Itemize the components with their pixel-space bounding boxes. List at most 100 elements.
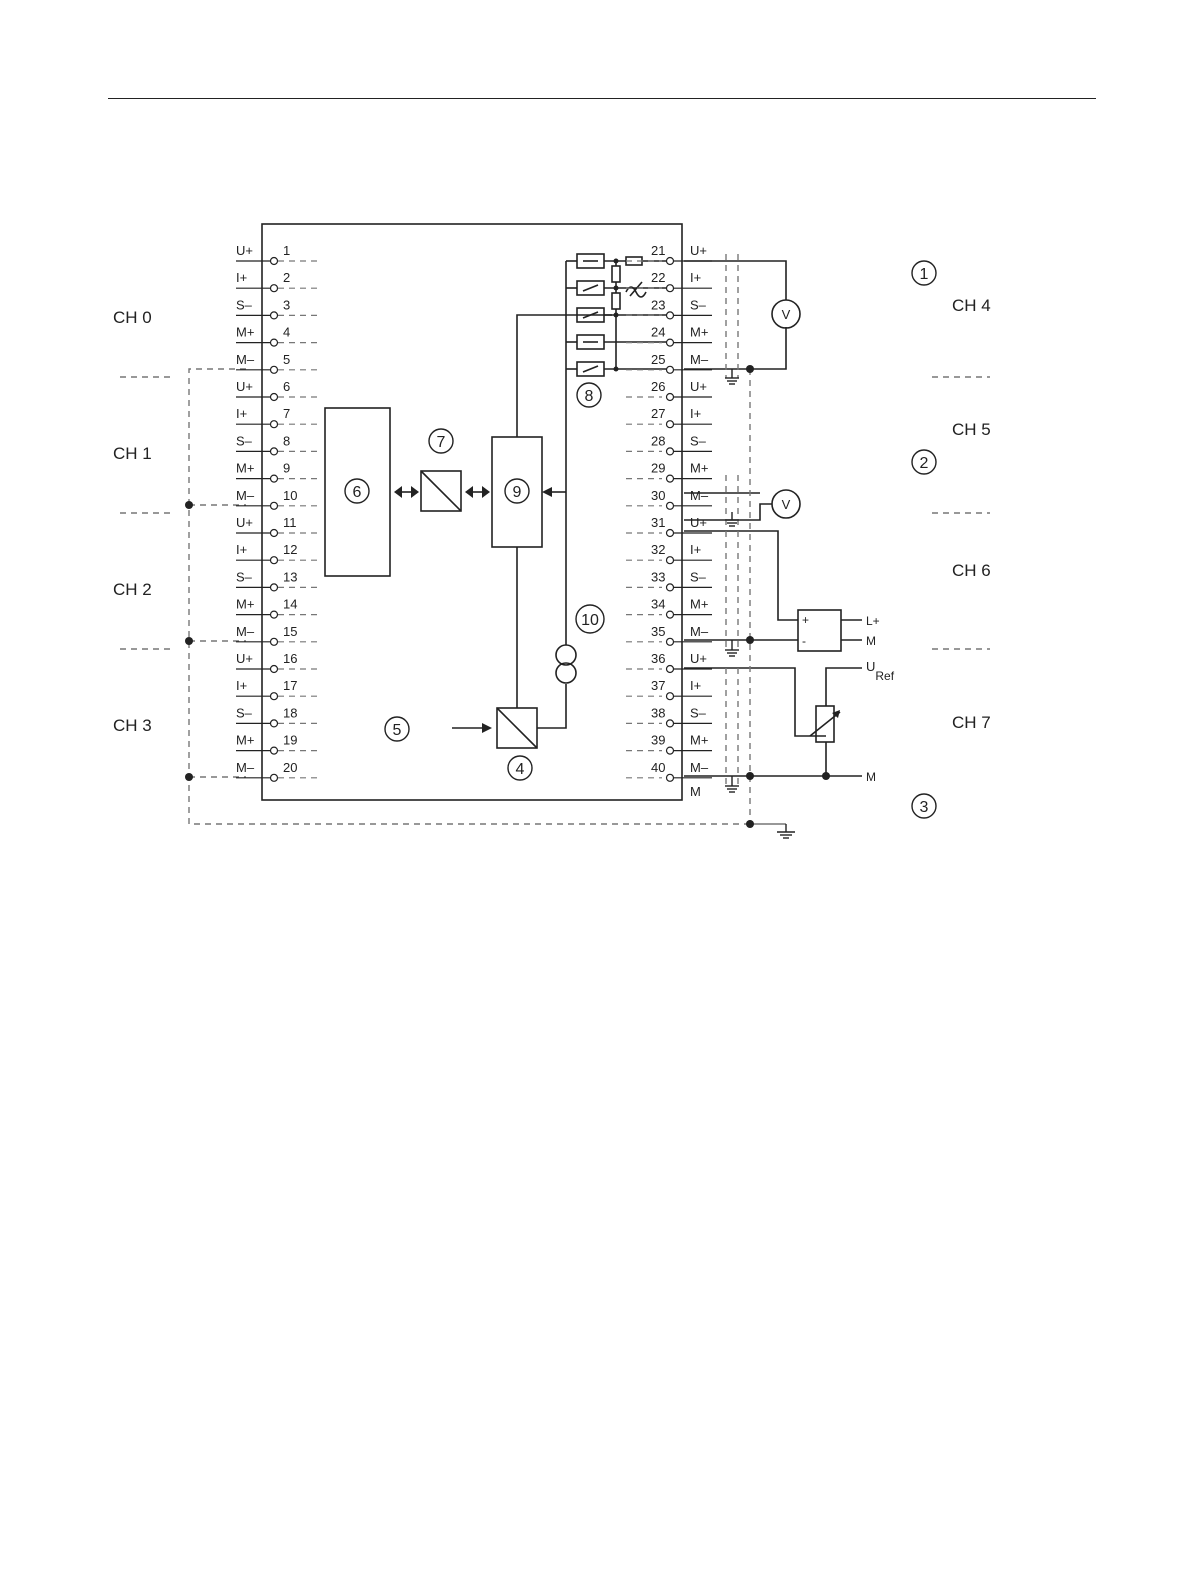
right-pin-label: I+ [690, 542, 701, 557]
left-pin-number: 2 [283, 270, 290, 285]
module-outline [261, 223, 683, 801]
left-pin-number: 17 [283, 678, 297, 693]
right-pin-terminal [665, 284, 675, 293]
left-pin-terminal [269, 528, 279, 538]
left-pin-terminal [269, 392, 279, 402]
right-pin-terminal [665, 637, 675, 646]
right-pin-terminal [665, 528, 675, 538]
supply-lplus-label: L+ [866, 614, 880, 628]
right-pin-number: 36 [651, 651, 665, 666]
right-pin-terminal [665, 420, 675, 429]
uref-label: URef [866, 659, 895, 683]
left-pin-label: S– [236, 705, 253, 720]
left-pin-number: 13 [283, 569, 297, 584]
left-pin-number: 11 [283, 515, 297, 530]
right-pin-number: 29 [651, 461, 665, 476]
left-pin-number: 15 [283, 624, 297, 639]
right-pin-label: M+ [690, 325, 708, 340]
left-pin-terminal [269, 447, 279, 456]
right-pin-terminal [665, 501, 675, 510]
left-pin-label: S– [236, 569, 253, 584]
callout-4: 4 [516, 761, 525, 778]
right-pin-label: S– [690, 569, 707, 584]
right-pin-terminal [665, 474, 675, 483]
transmitter-minus: - [802, 634, 806, 648]
left-pin-number: 20 [283, 760, 297, 775]
right-pin-number: 31 [651, 515, 665, 530]
channel-label-ch5: CH 5 [952, 420, 991, 439]
left-pin-number: 9 [283, 461, 290, 476]
left-pin-terminal [269, 556, 279, 565]
left-pin-terminal [269, 610, 279, 619]
right-pin-terminal [665, 311, 675, 320]
left-pin-label: U+ [236, 243, 253, 258]
right-pin-label: M+ [690, 597, 708, 612]
callout-5: 5 [393, 722, 402, 739]
left-pin-label: I+ [236, 406, 247, 421]
left-pin-label: I+ [236, 270, 247, 285]
right-pin-number: 34 [651, 597, 665, 612]
right-pin-label: I+ [690, 270, 701, 285]
left-pin-label: M– [236, 352, 255, 367]
right-pin-label: U+ [690, 243, 707, 258]
converter-7 [420, 470, 462, 512]
left-pin-label: M– [236, 488, 255, 503]
left-pin-terminal [269, 338, 279, 347]
right-pin-number: 35 [651, 624, 665, 639]
callout-8: 8 [585, 388, 594, 405]
channel-label-ch4: CH 4 [952, 296, 991, 315]
left-pin-terminal [269, 664, 279, 674]
right-pin-terminal [665, 256, 675, 266]
left-pin-label: M+ [236, 325, 254, 340]
right-pin-terminal [665, 447, 675, 456]
header-rule [108, 98, 1096, 99]
right-pin-terminal [665, 610, 675, 619]
right-pin-number: 32 [651, 542, 665, 557]
voltmeter-ch4-label: V [782, 307, 791, 322]
right-pin-label: M– [690, 760, 709, 775]
right-pin-number: 40 [651, 760, 665, 775]
left-pin-number: 12 [283, 542, 297, 557]
right-pin-label: M– [690, 488, 709, 503]
voltmeter-ch5-label: V [782, 497, 791, 512]
callout-7: 7 [437, 434, 446, 451]
right-pin-label: U+ [690, 651, 707, 666]
right-pin-label: I+ [690, 406, 701, 421]
left-pin-label: I+ [236, 542, 247, 557]
right-pin-terminal [665, 664, 675, 674]
right-pin-label: U+ [690, 515, 707, 530]
right-pin-number: 24 [651, 325, 665, 340]
right-pin-number: 23 [651, 297, 665, 312]
left-pin-terminal [269, 365, 279, 374]
callout-6: 6 [353, 484, 362, 501]
transmitter-plus: + [802, 613, 809, 627]
right-pin-terminal [665, 692, 675, 701]
supply-m-label: M [866, 634, 876, 648]
right-pin-label: S– [690, 433, 707, 448]
right-pin-label: S– [690, 297, 707, 312]
left-pin-number: 16 [283, 651, 297, 666]
left-pin-terminal [269, 637, 279, 646]
ground-m-label: M [866, 770, 876, 784]
left-pin-number: 5 [283, 352, 290, 367]
callout-9: 9 [513, 484, 522, 501]
left-pin-number: 8 [283, 433, 290, 448]
right-pin-label: U+ [690, 379, 707, 394]
left-pin-number: 3 [283, 297, 290, 312]
left-pin-number: 19 [283, 733, 297, 748]
right-pin-terminal [665, 719, 675, 728]
left-pin-terminal [269, 773, 279, 782]
left-pin-terminal [269, 311, 279, 320]
right-pin-label: M– [690, 624, 709, 639]
left-pin-terminal [269, 284, 279, 293]
right-pin-label: M+ [690, 733, 708, 748]
left-pin-number: 1 [283, 243, 290, 258]
callout-3: 3 [920, 799, 929, 816]
right-pin-number: 22 [651, 270, 665, 285]
left-pin-label: M+ [236, 597, 254, 612]
right-pin-label: I+ [690, 678, 701, 693]
right-pin-number: 27 [651, 406, 665, 421]
left-pin-terminal [269, 501, 279, 510]
channel-label-ch6: CH 6 [952, 561, 991, 580]
left-pin-terminal [269, 420, 279, 429]
